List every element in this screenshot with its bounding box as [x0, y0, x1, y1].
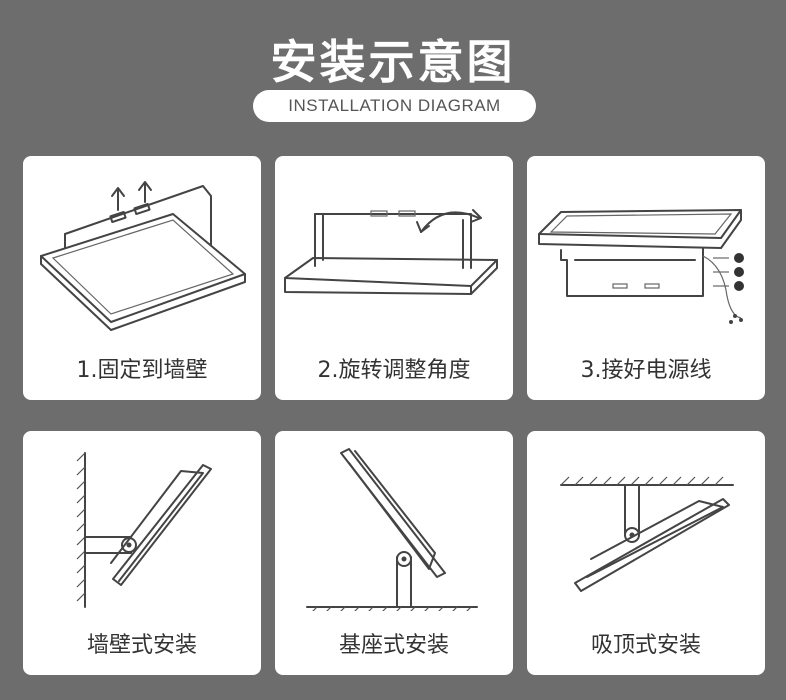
step-card-rotate-angle: 2.旋转调整角度	[275, 156, 513, 400]
fix-to-wall-illustration	[40, 181, 246, 331]
step-card-base-mount: 基座式安装	[275, 431, 513, 675]
subtitle-pill: INSTALLATION DIAGRAM	[253, 90, 536, 122]
step-card-fix-to-wall: 1.固定到墙壁	[23, 156, 261, 400]
ceiling-hatching	[560, 476, 724, 486]
step-card-ceiling-mount: 吸顶式安装	[527, 431, 765, 675]
rotate-angle-illustration	[284, 209, 498, 295]
subtitle-text: INSTALLATION DIAGRAM	[288, 96, 501, 115]
step-label-2: 2.旋转调整角度	[317, 358, 471, 383]
step-card-wall-mount: 墙壁式安装	[23, 431, 261, 675]
connect-power-illustration	[538, 209, 744, 324]
wall-hatching	[76, 452, 86, 602]
page-title: 安装示意图	[270, 35, 516, 89]
ground-hatching	[312, 606, 472, 611]
step-label-3: 3.接好电源线	[580, 358, 712, 383]
ceiling-mount-illustration	[560, 476, 734, 592]
step-label-1: 1.固定到墙壁	[76, 358, 208, 383]
base-mount-illustration	[306, 448, 478, 611]
step-label-4: 墙壁式安装	[86, 633, 197, 658]
step-card-connect-power: 3.接好电源线	[527, 156, 765, 400]
step-label-5: 基座式安装	[338, 633, 449, 658]
step-label-6: 吸顶式安装	[590, 633, 701, 658]
wall-mount-illustration	[76, 452, 212, 608]
